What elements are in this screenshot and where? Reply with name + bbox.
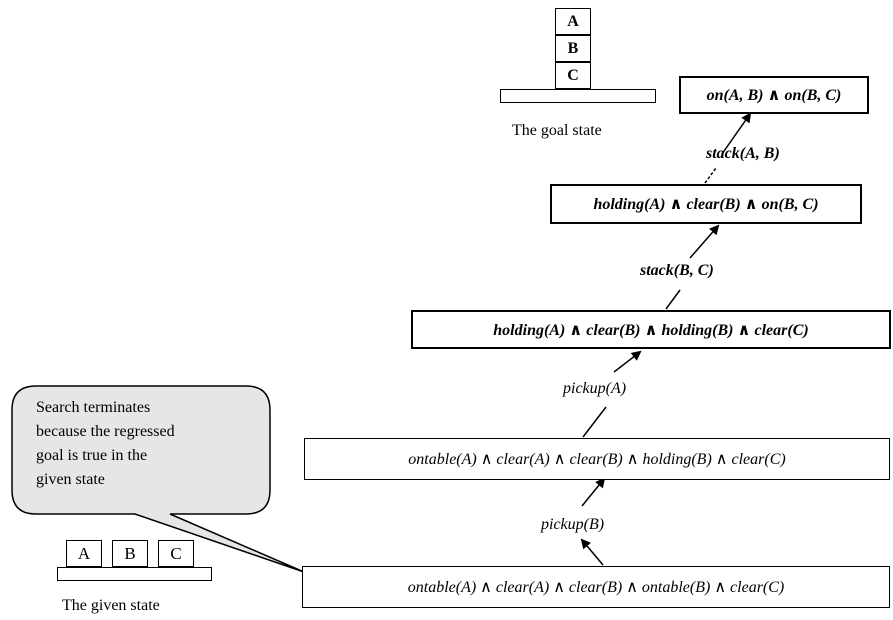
- callout-line: Search terminates: [36, 399, 151, 416]
- callout-line: given state: [36, 471, 105, 488]
- node-goal: on(A, B) ∧ on(B, C): [679, 76, 869, 114]
- operator-stack-b-c: stack(B, C): [640, 262, 714, 279]
- goal-block-b: B: [555, 35, 591, 62]
- operator-pickup-a: pickup(A): [563, 380, 627, 397]
- given-state-caption: The given state: [62, 597, 160, 614]
- node-stack-ab-precondition: holding(A) ∧ clear(B) ∧ on(B, C): [550, 184, 862, 224]
- callout-line: goal is true in the: [36, 447, 148, 464]
- given-block-c: C: [158, 540, 194, 567]
- arrow-stack-a-b-tail: [704, 167, 717, 184]
- operator-stack-a-b: stack(A, B): [706, 145, 780, 162]
- given-table: [57, 567, 212, 581]
- arrow-stack-a-b: [721, 112, 752, 155]
- callout-bubble: [11, 385, 305, 573]
- operator-pickup-b: pickup(B): [541, 516, 605, 533]
- goal-block-a: A: [555, 8, 591, 35]
- goal-state-caption: The goal state: [512, 122, 602, 139]
- node-stack-bc-precondition: holding(A) ∧ clear(B) ∧ holding(B) ∧ cle…: [411, 310, 891, 349]
- node-pickup-a-precondition: ontable(A) ∧ clear(A) ∧ clear(B) ∧ holdi…: [304, 438, 890, 480]
- goal-block-c: C: [555, 62, 591, 89]
- arrow-stack-b-c: [689, 224, 720, 259]
- callout-text: Search terminates because the regressed …: [36, 396, 256, 492]
- arrow-pickup-a: [613, 350, 642, 373]
- arrow-pickup-a-tail: [582, 406, 607, 438]
- arrow-stack-b-c-tail: [665, 289, 681, 310]
- node-given-state-match: ontable(A) ∧ clear(A) ∧ clear(B) ∧ ontab…: [302, 566, 890, 608]
- goal-table: [500, 89, 656, 103]
- arrow-pickup-b-tail: [580, 538, 604, 566]
- given-block-b: B: [112, 540, 148, 567]
- callout-line: because the regressed: [36, 423, 175, 440]
- arrow-pickup-b: [581, 477, 606, 507]
- given-block-a: A: [66, 540, 102, 567]
